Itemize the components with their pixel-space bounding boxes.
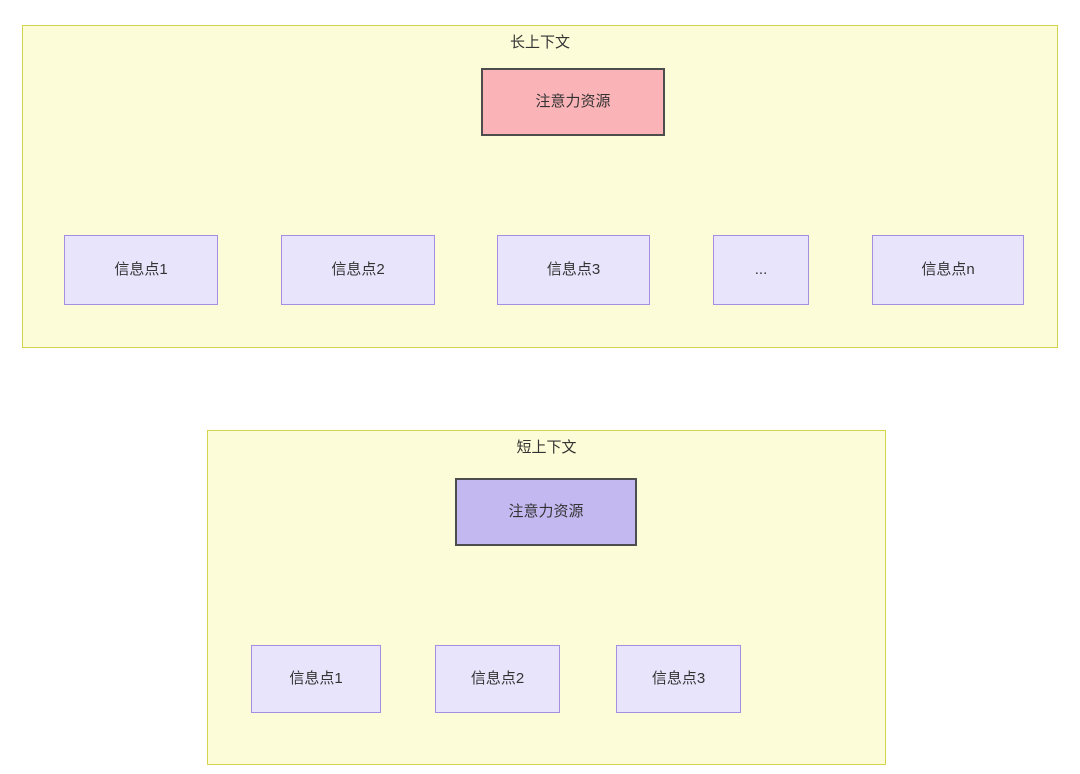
node-short-info-point-2[interactable]: 信息点2 (435, 645, 560, 713)
node-short-info-point-3[interactable]: 信息点3 (616, 645, 741, 713)
node-long-info-point-n[interactable]: 信息点n (872, 235, 1024, 305)
node-long-info-point-3[interactable]: 信息点3 (497, 235, 650, 305)
node-long-attention-resource[interactable]: 注意力资源 (481, 68, 665, 136)
node-long-info-point-2[interactable]: 信息点2 (281, 235, 435, 305)
node-short-info-point-1[interactable]: 信息点1 (251, 645, 381, 713)
node-long-info-point-ellipsis[interactable]: ... (713, 235, 809, 305)
panel-title-short-context: 短上下文 (516, 439, 577, 456)
node-long-info-point-1[interactable]: 信息点1 (64, 235, 218, 305)
node-short-attention-resource[interactable]: 注意力资源 (455, 478, 637, 546)
panel-title-long-context: 长上下文 (509, 34, 570, 51)
